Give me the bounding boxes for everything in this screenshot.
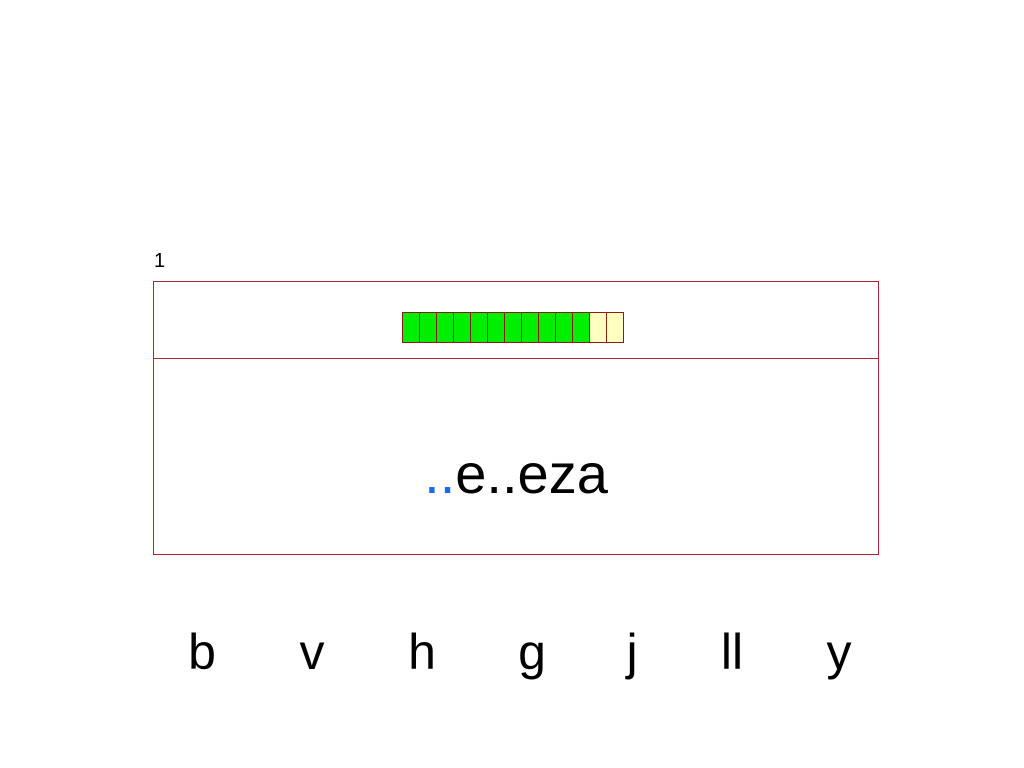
progress-cell-completed xyxy=(555,312,573,343)
exercise-box: ..e..eza xyxy=(153,281,879,555)
word-blank: .. xyxy=(424,442,456,505)
progress-cell-completed xyxy=(487,312,505,343)
option-h[interactable]: h xyxy=(408,624,436,680)
progress-cell-pending xyxy=(589,312,607,343)
progress-cell-completed xyxy=(470,312,488,343)
progress-cell-pending xyxy=(606,312,624,343)
progress-cell-completed xyxy=(402,312,420,343)
letter-options: b v h g j ll y xyxy=(150,620,890,690)
option-ll[interactable]: ll xyxy=(720,624,744,680)
word-rest: e..eza xyxy=(455,442,608,505)
progress-cell-completed xyxy=(521,312,539,343)
progress-panel xyxy=(154,282,878,359)
progress-cell-completed xyxy=(419,312,437,343)
option-g[interactable]: g xyxy=(518,624,546,680)
word-panel: ..e..eza xyxy=(154,360,878,554)
progress-cell-completed xyxy=(436,312,454,343)
option-b[interactable]: b xyxy=(188,624,216,680)
option-v[interactable]: v xyxy=(299,624,325,680)
progress-cell-completed xyxy=(538,312,556,343)
progress-cell-completed xyxy=(453,312,471,343)
progress-cell-completed xyxy=(504,312,522,343)
option-j[interactable]: j xyxy=(626,624,638,680)
progress-cell-completed xyxy=(572,312,590,343)
option-y[interactable]: y xyxy=(826,624,852,680)
target-word: ..e..eza xyxy=(154,442,878,506)
progress-bar xyxy=(402,312,624,343)
slide-number: 1 xyxy=(154,250,166,272)
